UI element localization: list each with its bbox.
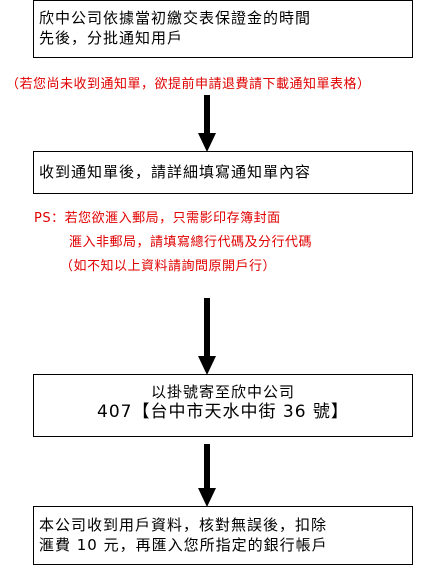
step-3-box: 以掛號寄至欣中公司 407【台中市天水中街 36 號】 — [33, 374, 413, 437]
step-4-box: 本公司收到用戶資料，核對無誤後，扣除 滙費 10 元，再匯入您所指定的銀行帳戶 — [33, 506, 413, 565]
arrow-down-icon — [198, 298, 216, 375]
step-1-box: 欣中公司依據當初繳交表保證金的時間 先後，分批通知用戶 — [33, 0, 413, 58]
step-2-line-1: 收到通知單後，請詳細填寫通知單內容 — [39, 163, 312, 181]
ps-line-2: 滙入非郵局，請填寫總行代碼及分行代碼 — [69, 235, 313, 250]
step-2-box: 收到通知單後，請詳細填寫通知單內容 — [33, 151, 413, 194]
step-4-line-1: 本公司收到用戶資料，核對無誤後，扣除 — [39, 516, 328, 534]
step-1-line-1: 欣中公司依據當初繳交表保證金的時間 — [39, 9, 312, 27]
arrow-down-icon — [198, 444, 216, 507]
step-3-line-1: 以掛號寄至欣中公司 — [150, 383, 295, 401]
ps-line-1: PS：若您欲滙入郵局，只需影印存簿封面 — [34, 211, 281, 226]
step-1-line-2: 先後，分批通知用戶 — [39, 29, 184, 47]
arrow-down-icon — [198, 95, 216, 152]
step-4-line-2: 滙費 10 元，再匯入您所指定的銀行帳戶 — [39, 536, 328, 554]
download-note: （若您尚未收到通知單，欲提前申請退費請下載通知單表格） — [6, 77, 371, 92]
step-3-address: 407【台中市天水中街 36 號】 — [97, 402, 349, 422]
ps-line-3: （如不知以上資料請詢問原開戶行） — [60, 259, 277, 274]
